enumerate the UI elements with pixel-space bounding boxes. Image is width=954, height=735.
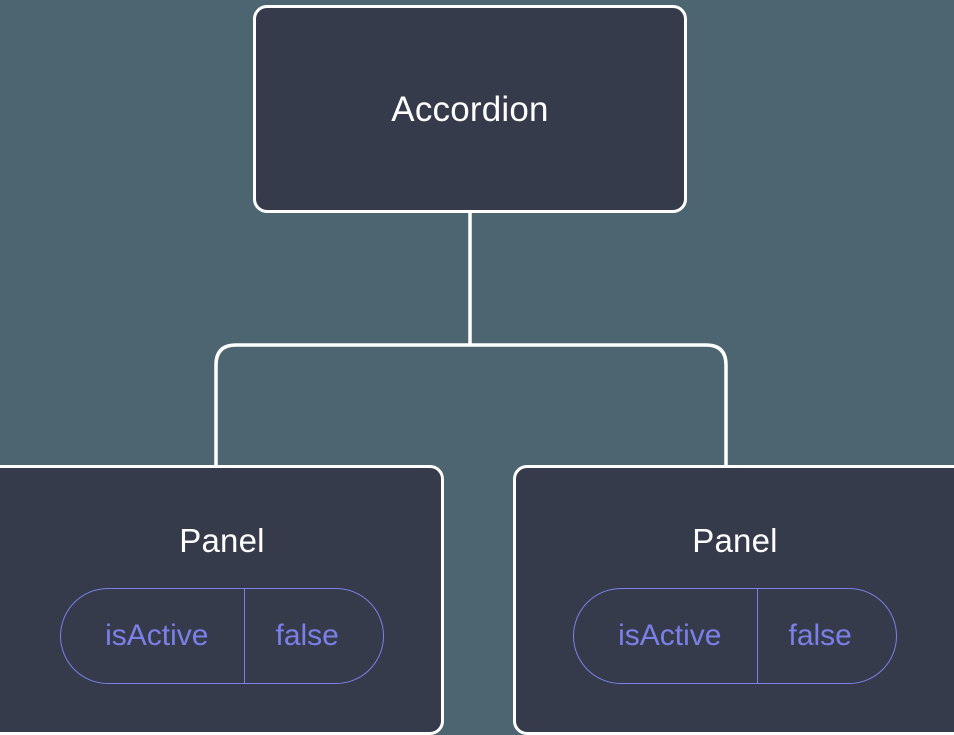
node-panel-2-prop-value: false — [757, 589, 895, 683]
node-panel-1-content: Panel isActive false — [0, 468, 444, 684]
node-panel-1-title: Panel — [179, 522, 265, 559]
node-panel-1-prop-key: isActive — [105, 619, 209, 652]
node-panel-1-prop-isactive[interactable]: isActive false — [60, 588, 384, 684]
node-accordion[interactable]: Accordion — [253, 5, 687, 213]
node-accordion-title: Accordion — [391, 89, 549, 129]
edge-branch-bus — [214, 343, 728, 468]
node-panel-1-prop-value: false — [244, 589, 382, 683]
node-panel-1[interactable]: Panel isActive false — [0, 465, 444, 735]
node-panel-2-content: Panel isActive false — [513, 468, 954, 684]
node-panel-2-prop-key: isActive — [618, 619, 722, 652]
node-panel-2-prop-isactive[interactable]: isActive false — [573, 588, 897, 684]
node-panel-2[interactable]: Panel isActive false — [513, 465, 954, 735]
node-panel-2-title: Panel — [692, 522, 778, 559]
